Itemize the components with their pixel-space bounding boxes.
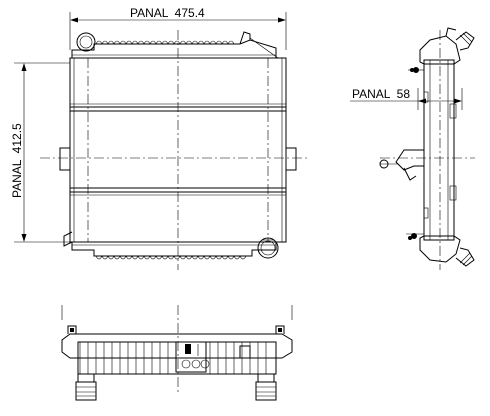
depth-dimension-label: PANAL 58 <box>352 87 410 101</box>
height-dimension-label: PANAL 412.5 <box>10 123 24 198</box>
front-view: PANAL 475.4 PANAL 412.5 <box>10 6 310 270</box>
side-view: PANAL 58 <box>350 27 475 270</box>
inlet-pipe-plan <box>75 373 97 401</box>
width-dimension: PANAL 475.4 <box>69 6 287 50</box>
radiator-core <box>40 30 310 270</box>
height-dimension: PANAL 412.5 <box>10 62 70 243</box>
top-tank <box>71 31 279 59</box>
width-dimension-label: PANAL 475.4 <box>130 6 205 20</box>
outlet-pipe-plan <box>239 345 277 401</box>
plan-view <box>61 305 293 401</box>
depth-dimension: PANAL 58 <box>350 87 463 110</box>
bottom-tank <box>63 231 279 260</box>
